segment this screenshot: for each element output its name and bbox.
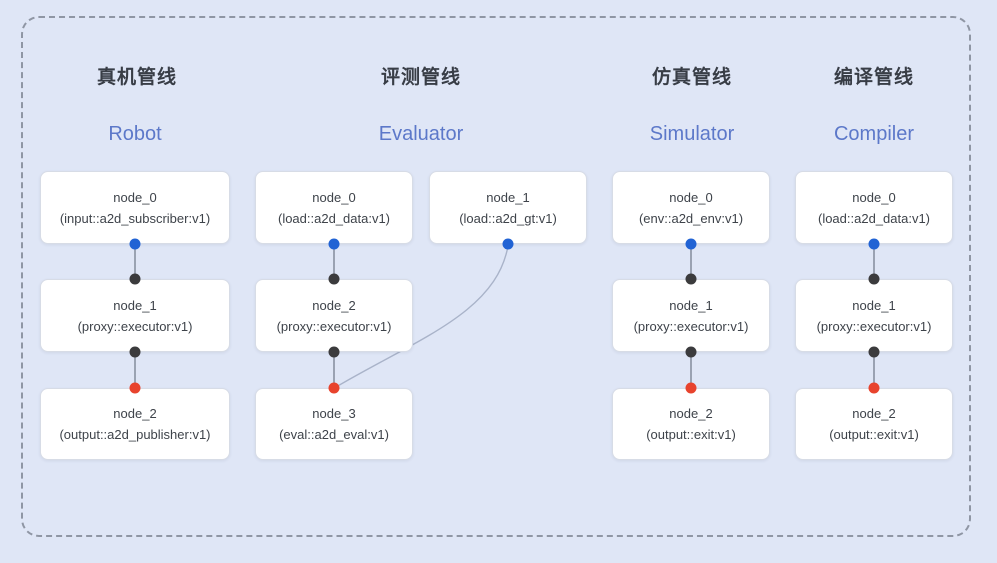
- node-type: (output::a2d_publisher:v1): [59, 427, 211, 442]
- node-name: node_2: [669, 406, 713, 421]
- node-type: (load::a2d_data:v1): [817, 210, 931, 226]
- node-box-sim-node1: node_1 (proxy::executor:v1): [612, 279, 770, 352]
- node-name: node_3: [312, 406, 356, 421]
- terminal-port-dot: [328, 382, 340, 394]
- node-box-robot-node2: node_2 (output::a2d_publisher:v1): [40, 388, 230, 460]
- pipeline-title-en-evaluator: Evaluator: [378, 123, 464, 145]
- node-box-comp-node2: node_2 (output::exit:v1): [795, 388, 953, 460]
- node-type: (proxy::executor:v1): [77, 318, 193, 334]
- pipeline-title-zh-compiler: 编译管线: [833, 67, 915, 88]
- pipeline-title-zh-simulator: 仿真管线: [651, 67, 733, 88]
- node-type: (load::a2d_data:v1): [277, 210, 391, 226]
- node-type: (proxy::executor:v1): [633, 318, 749, 334]
- node-name: node_2: [113, 406, 157, 421]
- node-name: node_0: [312, 189, 356, 205]
- input-port-dot: [868, 273, 880, 285]
- node-name: node_1: [486, 189, 530, 205]
- node-box-robot-node0: node_0 (input::a2d_subscriber:v1): [40, 171, 230, 244]
- node-name: node_0: [669, 189, 713, 205]
- node-name: node_0: [852, 189, 896, 205]
- input-port-dot: [328, 273, 340, 285]
- node-box-eval-node2: node_2 (proxy::executor:v1): [255, 279, 413, 352]
- output-port-dot-dark: [328, 346, 340, 358]
- input-port-dot: [685, 273, 697, 285]
- node-box-eval-node0: node_0 (load::a2d_data:v1): [255, 171, 413, 244]
- node-box-eval-node3: node_3 (eval::a2d_eval:v1): [255, 388, 413, 460]
- node-type: (eval::a2d_eval:v1): [279, 427, 389, 442]
- terminal-port-dot: [685, 382, 697, 394]
- pipeline-title-en-compiler: Compiler: [833, 123, 915, 145]
- terminal-port-dot: [868, 382, 880, 394]
- node-box-sim-node0: node_0 (env::a2d_env:v1): [612, 171, 770, 244]
- output-port-dot: [868, 238, 880, 250]
- node-type: (input::a2d_subscriber:v1): [59, 210, 211, 226]
- node-box-comp-node1: node_1 (proxy::executor:v1): [795, 279, 953, 352]
- node-type: (proxy::executor:v1): [816, 318, 932, 334]
- node-type: (load::a2d_gt:v1): [459, 210, 557, 226]
- edge-eval-1-3-curve: [335, 245, 509, 388]
- output-port-dot-dark: [868, 346, 880, 358]
- node-name: node_1: [669, 297, 713, 313]
- node-box-comp-node0: node_0 (load::a2d_data:v1): [795, 171, 953, 244]
- node-type: (proxy::executor:v1): [276, 318, 392, 334]
- pipeline-title-en-simulator: Simulator: [649, 123, 735, 145]
- node-box-robot-node1: node_1 (proxy::executor:v1): [40, 279, 230, 352]
- node-box-eval-node1: node_1 (load::a2d_gt:v1): [429, 171, 587, 244]
- dashed-frame: [21, 16, 971, 537]
- pipeline-title-en-robot: Robot: [108, 123, 162, 145]
- terminal-port-dot: [129, 382, 141, 394]
- node-name: node_1: [852, 297, 896, 313]
- output-port-dot-dark: [129, 346, 141, 358]
- output-port-dot: [129, 238, 141, 250]
- output-port-dot-dark: [685, 346, 697, 358]
- pipeline-title-zh-robot: 真机管线: [96, 67, 178, 88]
- output-port-dot: [685, 238, 697, 250]
- node-name: node_1: [113, 297, 157, 313]
- node-name: node_2: [852, 406, 896, 421]
- node-name: node_2: [312, 297, 356, 313]
- output-port-dot: [328, 238, 340, 250]
- output-port-dot: [502, 238, 514, 250]
- pipeline-title-zh-evaluator: 评测管线: [380, 67, 462, 88]
- node-type: (output::exit:v1): [829, 427, 919, 442]
- node-type: (output::exit:v1): [646, 427, 736, 442]
- node-type: (env::a2d_env:v1): [638, 210, 744, 226]
- node-name: node_0: [113, 189, 157, 205]
- input-port-dot: [129, 273, 141, 285]
- node-box-sim-node2: node_2 (output::exit:v1): [612, 388, 770, 460]
